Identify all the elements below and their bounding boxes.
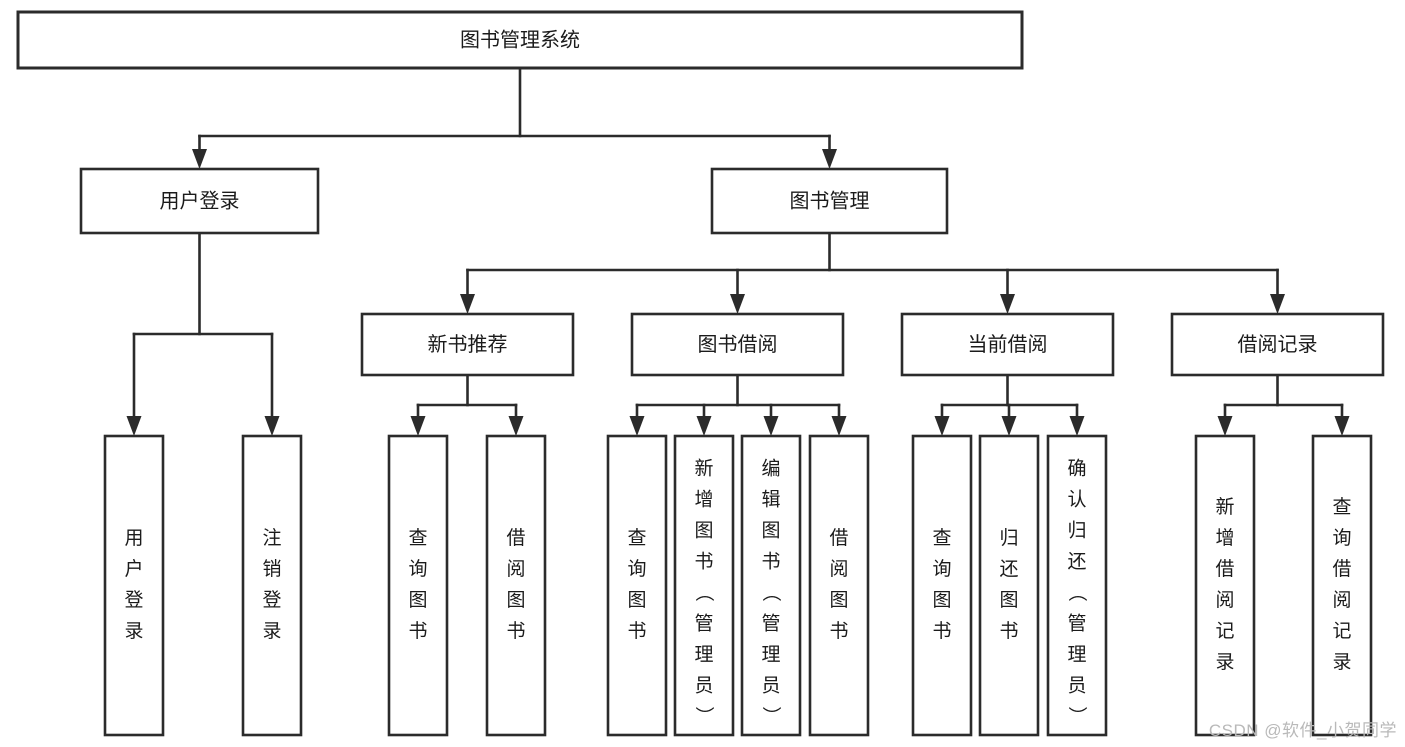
- node-user-login-label: 用户登录: [160, 189, 240, 212]
- node-leaf-user-login-label: 用户登录: [124, 528, 143, 642]
- node-borrow-record-label: 借阅记录: [1238, 333, 1318, 356]
- node-root-label: 图书管理系统: [460, 28, 580, 51]
- node-leaf-add-book-admin-label: 新增图书（管理员）: [694, 458, 714, 728]
- connector-book-manage: [460, 231, 1285, 314]
- node-leaf-add-borrow-record[interactable]: 新增借阅记录: [1194, 434, 1256, 737]
- node-leaf-query-book-3-label: 查询图书: [932, 527, 951, 642]
- node-new-book-recommend[interactable]: 新书推荐: [360, 312, 575, 377]
- node-leaf-return-book-label: 归还图书: [999, 527, 1018, 642]
- node-leaf-edit-book-admin[interactable]: 编辑图书（管理员）: [740, 434, 802, 737]
- node-leaf-add-borrow-record-box[interactable]: [1194, 434, 1256, 737]
- node-leaf-borrow-book-2[interactable]: 借阅图书: [808, 434, 870, 737]
- node-leaf-query-borrow-record-box[interactable]: [1311, 434, 1373, 737]
- node-leaf-query-book-2-box[interactable]: [606, 434, 668, 737]
- node-user-login-box[interactable]: [79, 167, 320, 235]
- node-root-box[interactable]: [16, 10, 1024, 70]
- node-leaf-add-borrow-record-label: 新增借阅记录: [1215, 496, 1234, 673]
- node-book-manage-box[interactable]: [710, 167, 949, 235]
- node-leaf-logout-login[interactable]: 注销登录: [241, 434, 303, 737]
- node-new-book-recommend-box[interactable]: [360, 312, 575, 377]
- connector-current-borrow: [934, 373, 1085, 436]
- connector-layer: [126, 66, 1350, 436]
- node-leaf-query-borrow-record-label: 查询借阅记录: [1332, 496, 1351, 673]
- node-layer: 图书管理系统用户登录图书管理新书推荐图书借阅当前借阅借阅记录用户登录注销登录查询…: [16, 10, 1385, 737]
- node-book-borrow[interactable]: 图书借阅: [630, 312, 845, 377]
- node-leaf-query-borrow-record[interactable]: 查询借阅记录: [1311, 434, 1373, 737]
- node-leaf-edit-book-admin-box[interactable]: [740, 434, 802, 737]
- csdn-watermark: CSDN @软件_小贺同学: [1208, 721, 1397, 740]
- connector-root: [192, 66, 837, 169]
- node-current-borrow-label: 当前借阅: [968, 333, 1048, 356]
- connector-user-login: [126, 231, 280, 436]
- node-leaf-return-book[interactable]: 归还图书: [978, 434, 1040, 737]
- node-leaf-add-book-admin[interactable]: 新增图书（管理员）: [673, 434, 735, 737]
- node-leaf-borrow-book-1[interactable]: 借阅图书: [485, 434, 547, 737]
- connector-borrow-record: [1217, 373, 1350, 436]
- node-book-manage[interactable]: 图书管理: [710, 167, 949, 235]
- node-leaf-borrow-book-1-box[interactable]: [485, 434, 547, 737]
- node-leaf-confirm-return-admin-label: 确认归还（管理员）: [1067, 458, 1087, 728]
- node-user-login[interactable]: 用户登录: [79, 167, 320, 235]
- node-current-borrow[interactable]: 当前借阅: [900, 312, 1115, 377]
- node-leaf-return-book-box[interactable]: [978, 434, 1040, 737]
- node-borrow-record[interactable]: 借阅记录: [1170, 312, 1385, 377]
- connector-new-book-recommend: [410, 373, 524, 436]
- node-leaf-query-book-3-box[interactable]: [911, 434, 973, 737]
- node-leaf-borrow-book-2-box[interactable]: [808, 434, 870, 737]
- node-leaf-query-book-3[interactable]: 查询图书: [911, 434, 973, 737]
- node-leaf-logout-login-label: 注销登录: [262, 527, 281, 642]
- node-leaf-user-login[interactable]: 用户登录: [103, 434, 165, 737]
- node-leaf-edit-book-admin-label: 编辑图书（管理员）: [761, 458, 781, 728]
- node-leaf-query-book-1-label: 查询图书: [408, 527, 427, 642]
- node-leaf-add-book-admin-box[interactable]: [673, 434, 735, 737]
- node-leaf-query-book-1-box[interactable]: [387, 434, 449, 737]
- node-leaf-query-book-2-label: 查询图书: [627, 527, 646, 642]
- node-book-borrow-box[interactable]: [630, 312, 845, 377]
- node-current-borrow-box[interactable]: [900, 312, 1115, 377]
- connector-book-borrow: [629, 373, 847, 436]
- node-book-manage-label: 图书管理: [790, 189, 870, 212]
- node-new-book-recommend-label: 新书推荐: [428, 333, 508, 356]
- node-leaf-query-book-1[interactable]: 查询图书: [387, 434, 449, 737]
- node-leaf-logout-login-box[interactable]: [241, 434, 303, 737]
- node-leaf-query-book-2[interactable]: 查询图书: [606, 434, 668, 737]
- node-borrow-record-box[interactable]: [1170, 312, 1385, 377]
- node-leaf-user-login-box[interactable]: [103, 434, 165, 737]
- node-book-borrow-label: 图书借阅: [698, 333, 778, 356]
- node-root[interactable]: 图书管理系统: [16, 10, 1024, 70]
- node-leaf-confirm-return-admin-box[interactable]: [1046, 434, 1108, 737]
- node-leaf-borrow-book-2-label: 借阅图书: [829, 527, 848, 642]
- node-leaf-borrow-book-1-label: 借阅图书: [506, 527, 525, 642]
- node-leaf-confirm-return-admin[interactable]: 确认归还（管理员）: [1046, 434, 1108, 737]
